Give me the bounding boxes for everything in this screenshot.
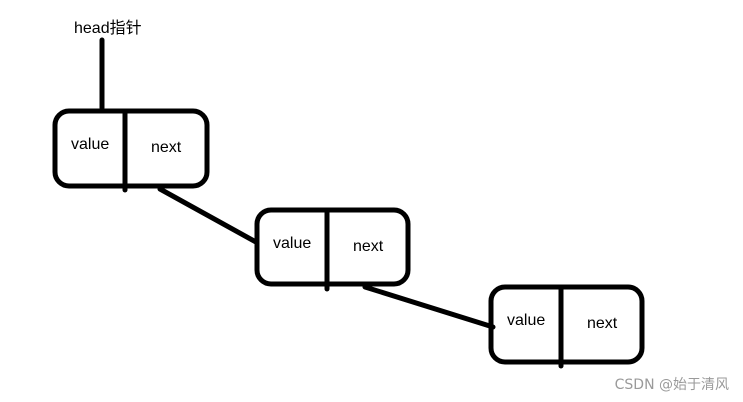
- list-node-3: value next: [488, 284, 645, 369]
- node-3-value-label: value: [507, 312, 545, 329]
- node-1-next-label: next: [151, 139, 182, 156]
- node-2-next-label: next: [353, 238, 384, 255]
- node-3-next-label: next: [587, 315, 618, 332]
- node-1-box: [52, 108, 210, 189]
- node-2-value-label: value: [273, 235, 311, 252]
- link-node-1-to-node-2: [157, 186, 259, 245]
- watermark: CSDN @始于清风: [614, 377, 729, 393]
- head-pointer-label: head指针: [74, 19, 142, 37]
- list-node-1: value next: [52, 108, 210, 193]
- link-node-2-to-node-3: [362, 284, 496, 330]
- node-2-box: [254, 207, 411, 287]
- node-1-value-label: value: [71, 136, 109, 153]
- node-3-box: [488, 284, 645, 365]
- list-node-2: value next: [254, 207, 411, 292]
